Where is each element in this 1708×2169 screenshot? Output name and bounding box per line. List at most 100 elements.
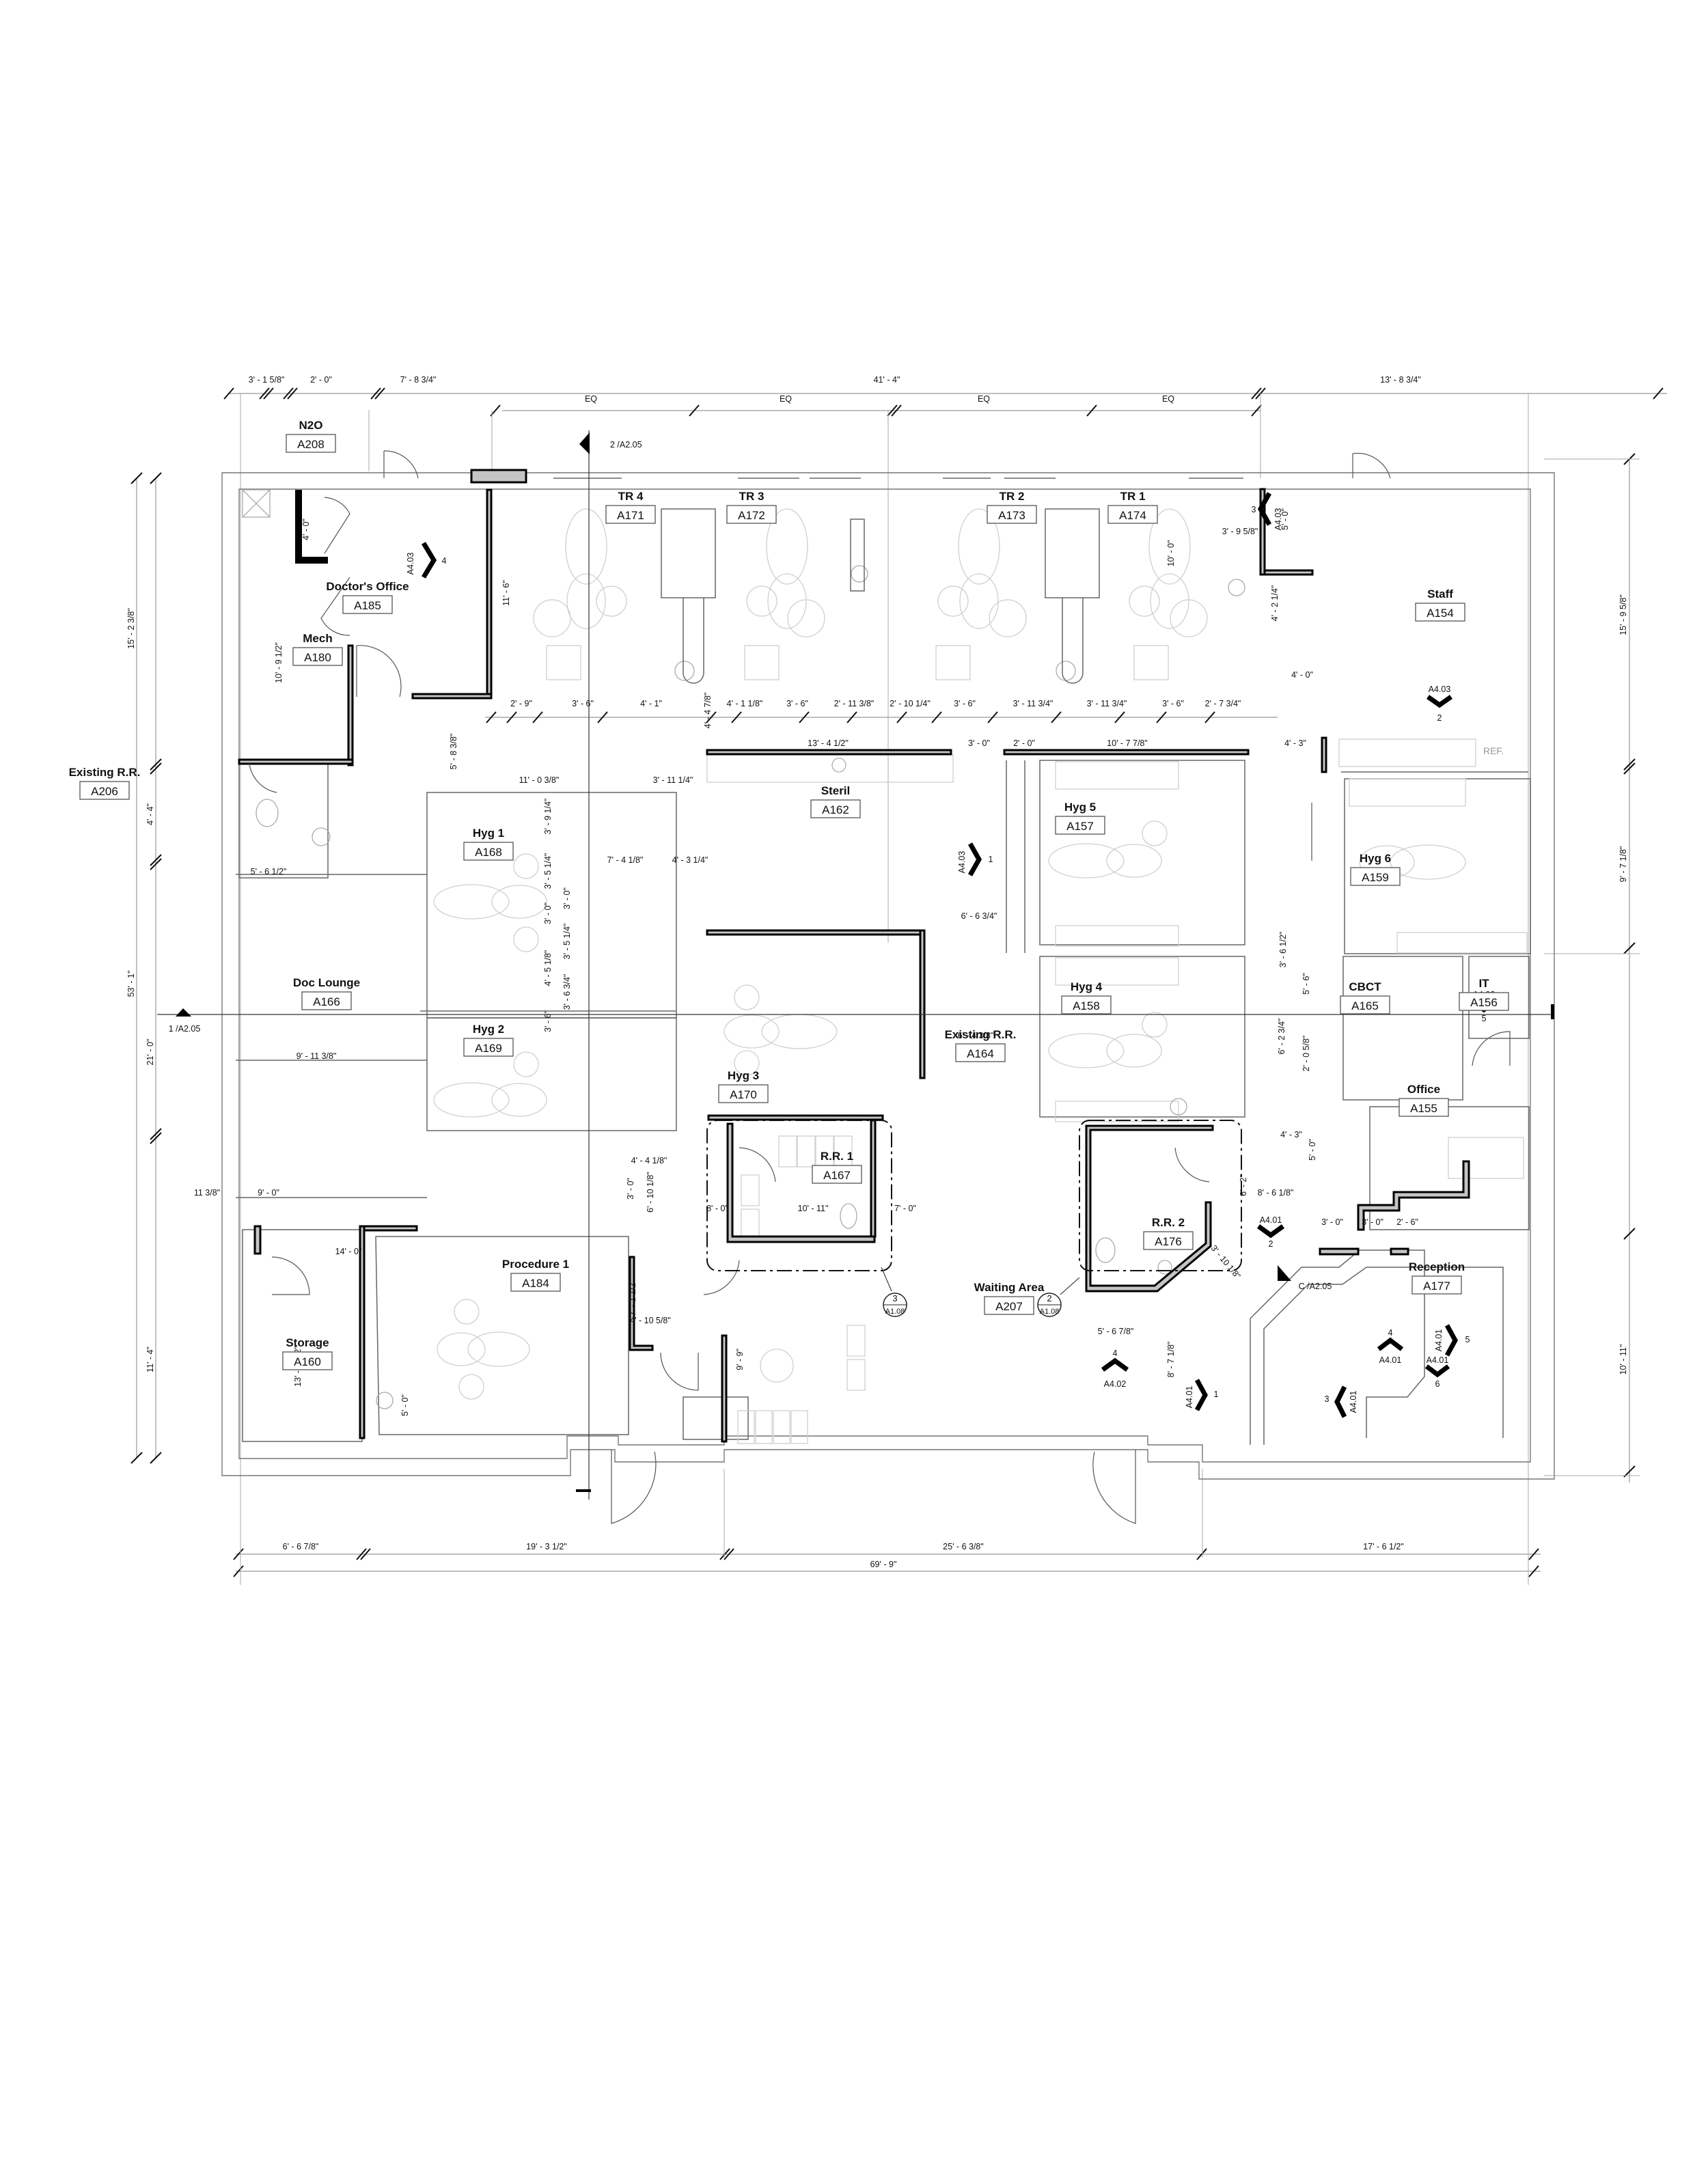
dimension-label: 2' - 0 5/8" [1301,1036,1311,1072]
room-number: A171 [617,509,644,522]
room-name: Hyg 1 [473,827,504,840]
dimension-label: 5' - 0" [1280,508,1290,530]
room-number: A177 [1423,1280,1450,1293]
svg-text:3' - 11 3/4": 3' - 11 3/4" [1013,699,1053,708]
room-number-box [1055,816,1105,835]
room-number-box [1459,992,1509,1011]
room-number: A173 [998,509,1025,522]
detail-callout-3-a108: 3 A1.08 [881,1267,907,1317]
svg-text:3: 3 [1252,505,1256,514]
svg-text:2: 2 [1047,1293,1051,1303]
room-number-box [463,842,514,861]
room-number-box [510,1273,561,1292]
room-name: Steril [821,784,851,797]
dimension-label: 10' - 7 7/8" [1107,738,1148,748]
dimension-label: 7' - 0" [894,1204,916,1213]
dimension-label: 11 3/8" [194,1188,220,1198]
room-number-box [718,1084,769,1103]
dimension-label: 5' - 0" [1308,1139,1317,1161]
room-number: A155 [1410,1102,1437,1115]
room-number: A156 [1470,996,1498,1009]
dimension-label: 4' - 2 1/4" [1270,585,1280,622]
room-name: TR 2 [1000,490,1025,503]
room-number: A166 [313,995,340,1008]
dimension-label: 4' - 4 7/8" [703,693,713,729]
svg-text:A4.02: A4.02 [1104,1379,1127,1389]
section-line [157,430,1554,1500]
svg-text:A4.01: A4.01 [1427,1355,1449,1365]
room-tag: TR 2 A173 [987,490,1037,524]
elevation-marker-a401-2: A4.012 [1256,1215,1285,1249]
room-name: Existing R.R. [69,766,141,779]
dimension-label: 7' - 4 1/8" [607,855,644,865]
svg-text:A4.01: A4.01 [1349,1391,1358,1413]
room-number-box [605,505,656,524]
dimension-label: 5' - 6 7/8" [1098,1327,1134,1336]
refrigerator-label: REF. [1483,745,1504,756]
svg-text:2' - 7 3/4": 2' - 7 3/4" [1205,699,1241,708]
svg-text:13' - 8 3/4": 13' - 8 3/4" [1380,375,1421,385]
svg-text:2' - 9": 2' - 9" [510,699,532,708]
room-name: Hyg 3 [728,1069,759,1082]
svg-text:3: 3 [892,1293,897,1303]
svg-text:2' - 10 1/4": 2' - 10 1/4" [890,699,931,708]
room-number-box [79,781,130,800]
room-number: A159 [1362,871,1389,884]
dimension-label: 3' - 0" [968,738,990,748]
room-number-box [1107,505,1158,524]
room-name: Waiting Area [974,1281,1045,1294]
svg-text:4: 4 [1388,1328,1393,1338]
dimension-label: 5' - 0" [400,1394,410,1416]
room-tag: Existing R.R.A164 [945,1028,1017,1062]
dimension-label: 2' - 6" [1396,1217,1418,1227]
room-number: A168 [475,846,502,859]
room-number-box [292,647,343,666]
room-number-box [1143,1231,1194,1250]
dimension-label: 8' - 6 1/8" [1258,1188,1294,1198]
room-number: A165 [1351,999,1379,1012]
dimension-label: 5' - 6" [1301,973,1311,995]
room-number: A207 [995,1300,1023,1313]
svg-text:53' - 1": 53' - 1" [126,971,136,997]
room-number-box [812,1165,862,1184]
dimension-label: 3' - 0" [1321,1217,1343,1227]
svg-text:2' - 0": 2' - 0" [310,375,332,385]
dimension-label: 6' - 10 1/8" [646,1172,655,1213]
room-name: R.R. 1 [821,1150,853,1163]
dimension-label: 5' - 6 1/2" [251,867,287,876]
svg-text:A1.08: A1.08 [885,1308,905,1316]
elevation-marker-a402-4: A4.024 [1101,1349,1129,1389]
svg-text:4' - 1 1/8": 4' - 1 1/8" [727,699,763,708]
room-number-box [286,434,336,453]
dimension-label: 11' - 6" [501,580,511,606]
dimension-label: 9' - 9" [735,1349,745,1370]
dimension-label: 14' - 0" [335,1247,362,1256]
room-name: Existing R.R. [945,1028,1017,1041]
dimension-label: 4' - 3 1/4" [672,855,708,865]
detail-callout-2-a108: 2 A1.08 [1037,1277,1080,1317]
svg-text:11' - 4": 11' - 4" [146,1346,155,1372]
dimension-label: 11' - 0 3/8" [519,775,560,785]
svg-text:5: 5 [1465,1335,1470,1344]
room-name: Mech [303,632,332,645]
svg-text:3' - 6": 3' - 6" [572,699,594,708]
svg-text:41' - 4": 41' - 4" [874,375,900,385]
dimension-label: 4' - 3" [1280,1130,1302,1139]
dimension-label: 3' - 5 1/4" [543,853,553,889]
svg-text:17' - 6 1/2": 17' - 6 1/2" [1363,1542,1404,1551]
svg-text:A4.03: A4.03 [957,851,967,874]
svg-text:A4.01: A4.01 [1260,1215,1282,1225]
dimension-label: 4' - 4 1/8" [631,1156,667,1165]
room-number-box [1340,995,1390,1014]
